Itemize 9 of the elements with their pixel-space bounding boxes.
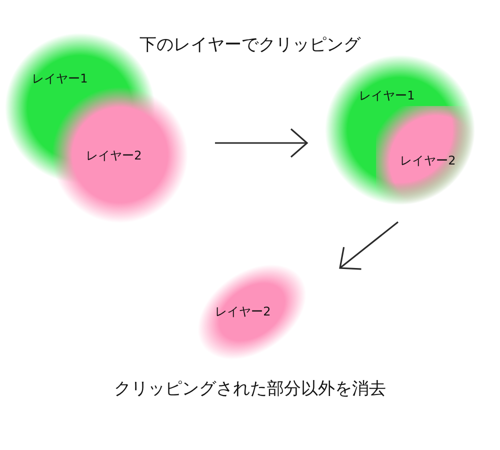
node-label: レイヤー2 — [215, 305, 271, 319]
node-label: レイヤー1 — [359, 89, 415, 103]
node-label: レイヤー2 — [86, 149, 142, 163]
arrow — [339, 221, 398, 270]
caption: クリッピングされた部分以外を消去 — [114, 380, 386, 399]
title: 下のレイヤーでクリッピング — [140, 36, 360, 55]
node-label: レイヤー2 — [400, 154, 456, 168]
node-label: レイヤー1 — [32, 72, 88, 86]
arrow — [215, 128, 308, 158]
